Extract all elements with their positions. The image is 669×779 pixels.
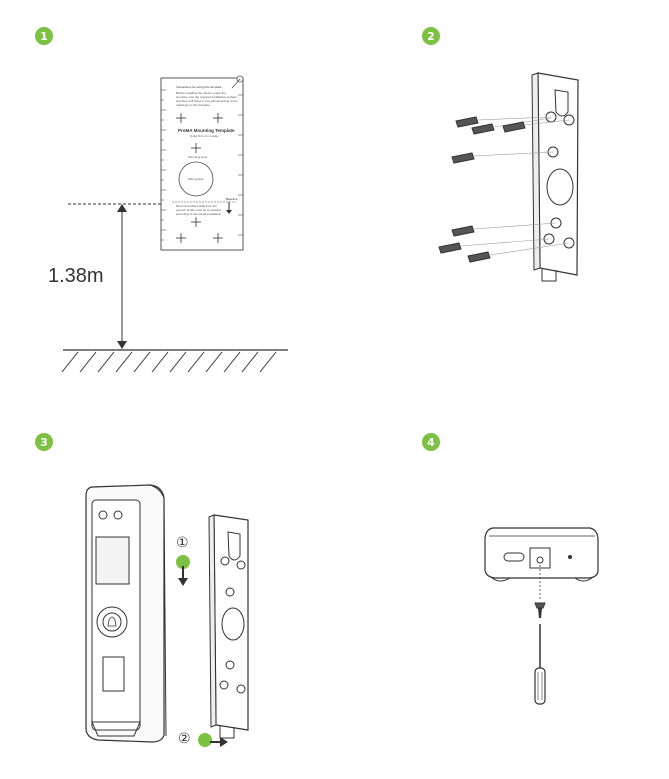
- arrow-2-label: ②: [178, 731, 191, 747]
- mounting-plate: [208, 514, 249, 739]
- template-baseline-label: Baseline: [226, 197, 238, 201]
- template-big-hole-label: Wiring Hole: [188, 177, 204, 181]
- template-baseline-note: Recommended Install from the ground. Hol…: [176, 204, 223, 216]
- arrow-1-label: ①: [176, 535, 189, 551]
- template-heading: Instructions for using this template: [176, 85, 222, 89]
- step-1-badge: 1: [35, 27, 53, 45]
- screws: [438, 116, 570, 263]
- screw: [534, 602, 546, 618]
- step-2-badge: 2: [422, 27, 440, 45]
- step-4-badge: 4: [422, 433, 440, 451]
- mounting-plate: [531, 72, 579, 282]
- device-bottom-view: [484, 527, 599, 582]
- template-body: Before installing the device, paste the …: [176, 91, 238, 107]
- template-title: ProMA Mounting Template: [178, 128, 235, 133]
- arrow-down-step: [176, 555, 190, 586]
- template-hole-label: Mounting Hole: [188, 155, 208, 159]
- template-subtitle: (Fully fit to mm scale): [190, 134, 219, 138]
- step-3-badge: 3: [35, 433, 53, 451]
- screwdriver-icon: [534, 624, 546, 705]
- height-label: 1.38m: [48, 265, 104, 287]
- arrow-right-step: [198, 733, 228, 747]
- device-body: [85, 484, 167, 743]
